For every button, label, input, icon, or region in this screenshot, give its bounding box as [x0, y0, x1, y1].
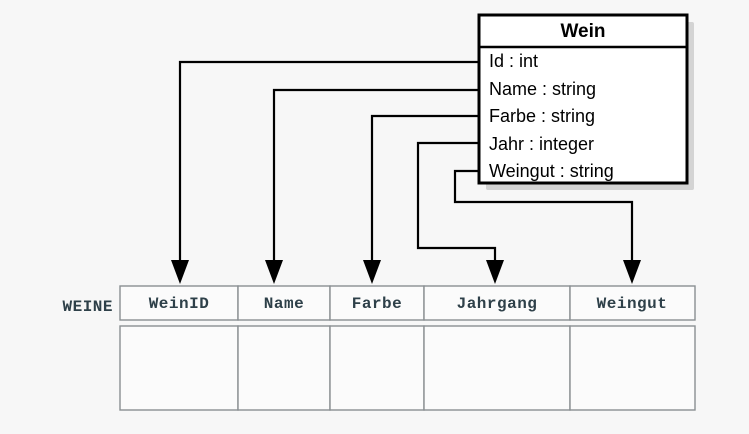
connector-path-jahr — [416, 141, 497, 266]
header-label-weinid: WeinID — [149, 295, 210, 313]
arrowhead-farbe — [363, 260, 381, 284]
body-cell-farbe[interactable] — [329, 325, 425, 411]
table-name-label: WEINE — [62, 298, 113, 316]
header-label-weingut: Weingut — [597, 295, 668, 313]
body-cell-weinid[interactable] — [119, 325, 239, 411]
header-cell-farbe[interactable] — [329, 285, 425, 321]
header-cell-weinid[interactable] — [119, 285, 239, 321]
connector-weingut-to-weingut — [453, 169, 641, 284]
table-header-row: WeinID Name Farbe Jahrgang Weingut — [119, 285, 696, 321]
class-attribute-id: Id : int — [489, 51, 538, 71]
body-cell-weingut[interactable] — [569, 325, 696, 411]
header-label-name: Name — [264, 295, 304, 313]
uml-class-wein[interactable]: Wein Id : int Name : string Farbe : stri… — [477, 13, 694, 190]
connector-farbe-to-farbe — [363, 114, 480, 284]
class-title-label: Wein — [560, 21, 605, 42]
connector-group — [171, 60, 641, 284]
body-cell-jahrgang[interactable] — [423, 325, 571, 411]
connector-path-weingut — [453, 169, 634, 266]
relational-table-weine[interactable]: WEINE WeinID Name Farbe Jahrgang Weingut — [62, 285, 696, 411]
body-cell-name[interactable] — [237, 325, 331, 411]
connector-jahr-to-jahrgang — [416, 141, 504, 284]
connector-name-to-name — [265, 88, 480, 284]
connector-path-farbe — [370, 114, 480, 266]
class-attribute-farbe: Farbe : string — [489, 106, 595, 126]
arrowhead-weingut — [623, 260, 641, 284]
arrowhead-name — [265, 260, 283, 284]
header-cell-weingut[interactable] — [569, 285, 696, 321]
connector-path-id — [178, 60, 480, 266]
table-row — [119, 325, 696, 411]
class-attribute-weingut: Weingut : string — [489, 161, 614, 181]
class-box-border — [477, 13, 689, 185]
class-attribute-name: Name : string — [489, 79, 596, 99]
header-label-farbe: Farbe — [352, 295, 403, 313]
connector-path-name — [272, 88, 480, 266]
connector-id-to-weinid — [171, 60, 480, 284]
class-attribute-jahr: Jahr : integer — [489, 134, 594, 154]
header-label-jahrgang: Jahrgang — [457, 295, 538, 313]
arrowhead-weinid — [171, 260, 189, 284]
arrowhead-jahrgang — [486, 260, 504, 284]
